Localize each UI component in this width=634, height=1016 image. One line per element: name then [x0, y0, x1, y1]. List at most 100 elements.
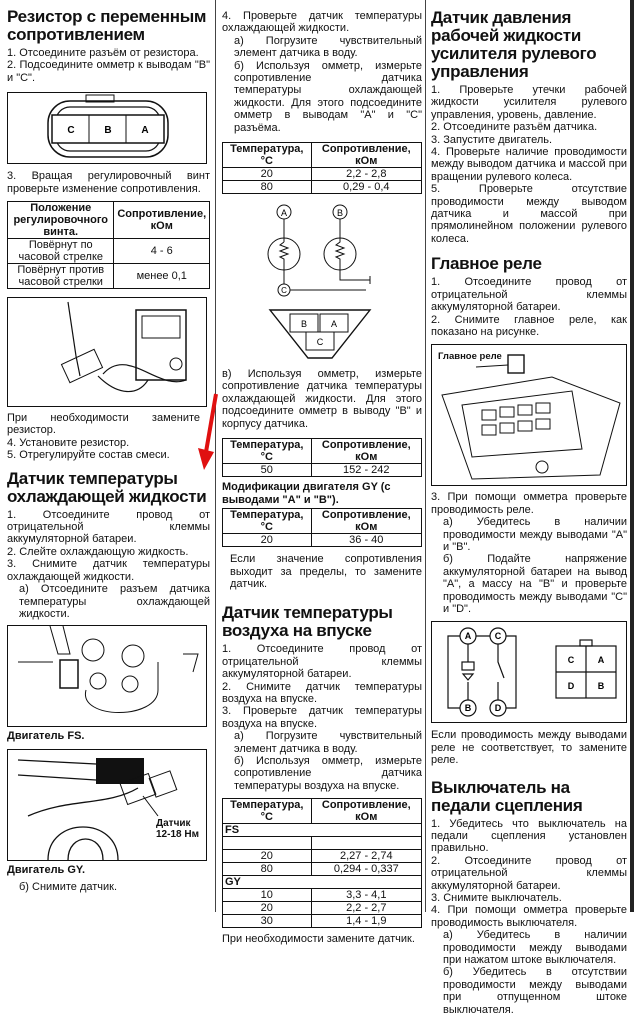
- terminal-label: C: [495, 631, 502, 641]
- terminal-label: B: [337, 208, 343, 218]
- section-title-resistor: Резистор с переменным сопротивлением: [7, 7, 207, 44]
- column-2: 4. Проверьте датчик температуры охлаждаю…: [222, 0, 423, 946]
- column-header: Температура, °C: [222, 438, 312, 465]
- table-cell: 2,2 - 2,7: [310, 901, 423, 916]
- table-cell: Повёрнут против часовой стрелки: [6, 263, 115, 290]
- intake-substeps: а) Погрузите чувствительный элемент датч…: [222, 730, 422, 792]
- terminal-label: C: [317, 337, 324, 347]
- section-title-main-relay: Главное реле: [431, 254, 542, 274]
- paragraph: б) Убедитесь в отсутствии проводимости м…: [443, 966, 627, 1016]
- sensor-torque-label: Датчик 12-18 Нм: [156, 818, 199, 841]
- table-cell: 1,4 - 1,9: [310, 914, 423, 929]
- coolant-steps: 1. Отсоедините провод от отрицательной к…: [7, 509, 210, 583]
- table-cell: 2,27 - 2,74: [310, 849, 423, 864]
- paragraph: 5. Отрегулируйте состав смеси.: [7, 449, 170, 462]
- terminal-label: C: [281, 286, 287, 295]
- paragraph: 1. Отсоедините провод от отрицательной к…: [222, 643, 422, 681]
- clutch-substeps: а) Убедитесь в наличии проводимости межд…: [431, 929, 627, 1016]
- terminal-label: B: [465, 703, 472, 713]
- paragraph: 4. Проверьте датчик температуры охлаждаю…: [222, 10, 422, 35]
- table-cell: 36 - 40: [310, 533, 423, 548]
- step-remove-sensor: б) Снимите датчик.: [19, 881, 118, 894]
- table-cell: 50: [222, 463, 312, 478]
- paragraph: б) Используя омметр, измерьте сопротивле…: [234, 59, 422, 134]
- column-header: Положение регулировочного винта.: [6, 201, 115, 240]
- table-cell: 0,29 - 0,4: [310, 180, 423, 195]
- engine-gy-illustration: Датчик 12-18 Нм: [7, 749, 207, 862]
- main-relay-illustration: Главное реле: [431, 344, 627, 487]
- paragraph: 3. Запустите двигатель.: [431, 133, 553, 146]
- pin-label: B: [598, 681, 605, 691]
- table-cell: 0,294 - 0,337: [310, 862, 423, 877]
- coolant-substeps: а) Отсоедините разъем датчика температур…: [7, 583, 210, 620]
- table-cell: 20: [222, 849, 312, 864]
- table-cell: менее 0,1: [113, 263, 210, 290]
- column-divider: [215, 0, 216, 912]
- column-divider: [425, 0, 426, 912]
- table-cell: 4 - 6: [113, 238, 210, 265]
- terminal-label: A: [281, 208, 287, 218]
- table-cell: 2,2 - 2,8: [310, 167, 423, 182]
- table-header-row: Положение регулировочного винта.Сопротив…: [6, 201, 210, 240]
- paragraph: а) Погрузите чувствительный элемент датч…: [234, 730, 422, 755]
- table-cell: 80: [222, 180, 312, 195]
- section-title-coolant-sensor: Датчик температуры охлаждающей жидкости: [7, 468, 207, 506]
- terminal-label: B: [301, 319, 307, 329]
- engine-fs-illustration: [7, 625, 207, 728]
- relay-substeps: а) Убедитесь в наличии проводимости межд…: [431, 516, 627, 615]
- pin-label: C: [568, 655, 575, 665]
- pin-label: A: [141, 125, 148, 136]
- red-arrow-annotation: [198, 393, 218, 470]
- paragraph: а) Погрузите чувствительный элемент датч…: [234, 34, 422, 60]
- paragraph: 2. Слейте охлаждающую жидкость.: [7, 545, 189, 558]
- paragraph: 2. Снимите главное реле, как показано на…: [431, 313, 627, 338]
- column-1: Резистор с переменным сопротивлением 1. …: [6, 0, 210, 894]
- paragraph: 1. Убедитесь что выключатель на педали с…: [431, 817, 627, 855]
- paragraph: 1. Проверьте утечки рабочей жидкости уси…: [431, 84, 627, 121]
- intake-note: При необходимости замените датчик.: [222, 933, 415, 946]
- table-cell: 20: [222, 533, 312, 548]
- table-row: GY: [222, 875, 422, 890]
- paragraph: б) Используя омметр, измерьте сопротивле…: [234, 754, 422, 792]
- clutch-steps: 1. Убедитесь что выключатель на педали с…: [431, 818, 627, 930]
- table-cell: 20: [222, 167, 312, 182]
- paragraph: б) Подайте напряжение аккумуляторной бат…: [443, 553, 627, 615]
- paragraph: в) Используя омметр, измерьте сопротивле…: [222, 368, 422, 430]
- table-cell: 20: [222, 901, 312, 916]
- table-row: FS: [222, 823, 422, 838]
- relay-schematic: A C B D C A D B: [431, 621, 627, 724]
- pin-label: C: [67, 125, 74, 136]
- paragraph: Если проводимость между выводами реле не…: [431, 729, 627, 767]
- paragraph: 3. Снимите датчик температуры охлаждающе…: [7, 558, 210, 583]
- relay-step3: 3. При помощи омметра проверьте проводим…: [431, 491, 627, 516]
- terminal-label: A: [331, 319, 337, 329]
- paragraph: 4. Установите резистор.: [7, 436, 130, 449]
- figure-caption: Двигатель FS.: [7, 730, 85, 743]
- table-cell: Повёрнут по часовой стрелке: [6, 238, 115, 265]
- coolant-sensor-schematic: A B C B A C: [267, 204, 372, 359]
- table-cell: 3,3 - 4,1: [310, 888, 423, 903]
- table-cell: [310, 836, 423, 851]
- paragraph: Если значение сопротивления выходит за п…: [230, 553, 422, 590]
- paragraph: 2. Снимите датчик температуры воздуха на…: [222, 680, 422, 705]
- table-cell: 152 - 242: [310, 463, 423, 478]
- paragraph: а) Убедитесь в наличии проводимости межд…: [443, 929, 627, 967]
- table-cell: [222, 836, 312, 851]
- section-title-power-steering-sensor: Датчик давления рабочей жидкости усилите…: [431, 8, 597, 81]
- paragraph: 3. Проверьте датчик температуры воздуха …: [222, 705, 422, 730]
